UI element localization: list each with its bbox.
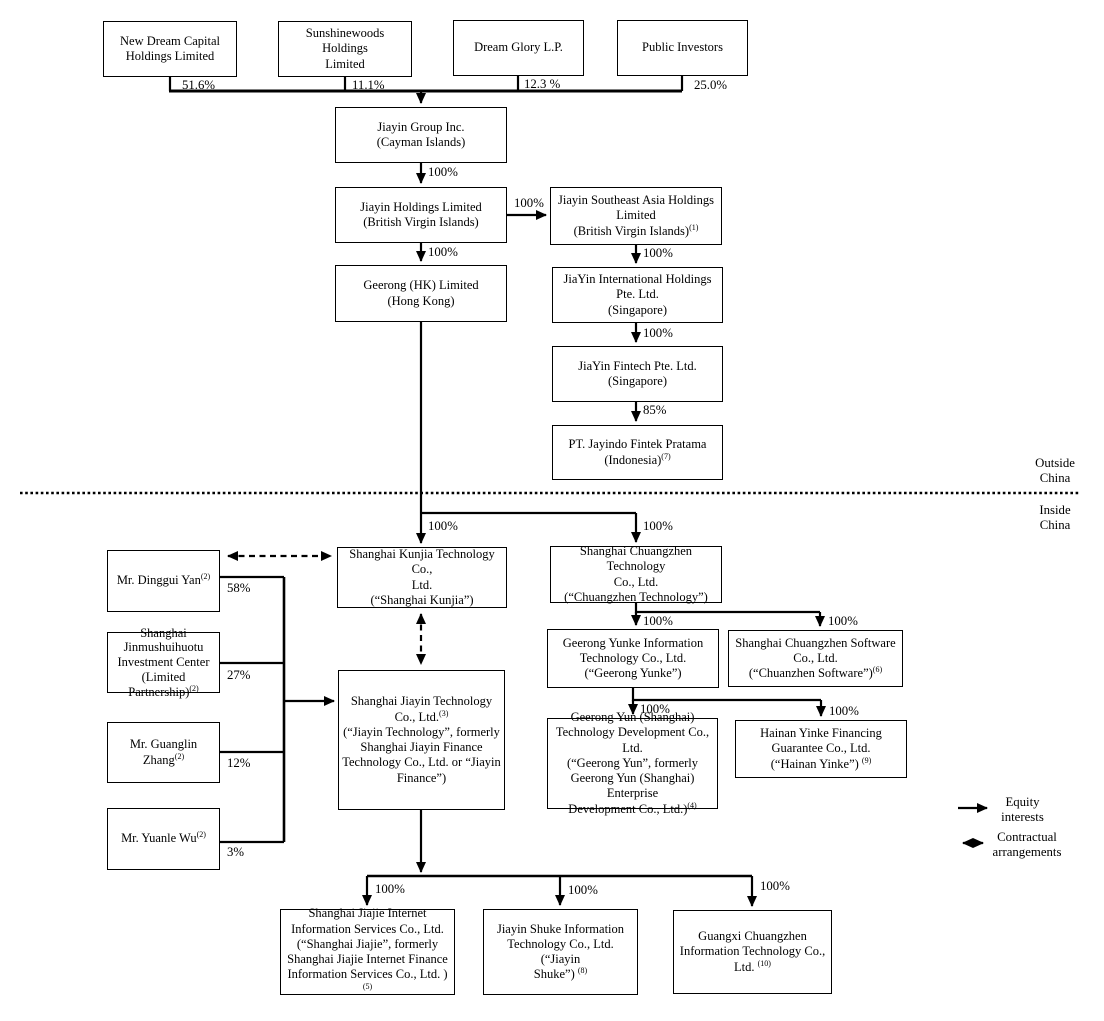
outside-china-label: Outside China [1035,456,1075,485]
entity-box-guanglin-zhang: Mr. Guanglin Zhang(2) [107,722,220,783]
entity-label: Jiayin Group Inc.(Cayman Islands) [376,119,466,149]
percent-label-group-to-holdings: 100% [428,165,458,179]
percent-label-into-guangxi: 100% [760,879,790,893]
percent-label-yuanle: 3% [227,845,245,859]
percent-label-public-investors: 25.0% [694,78,728,92]
percent-label-jinmu: 27% [227,668,251,682]
percent-label-into-hainan: 100% [829,704,859,718]
entity-label: Dream Glory L.P. [474,40,563,55]
percent-label-fintech-to-jayindo: 85% [643,403,667,417]
entity-box-dream-glory: Dream Glory L.P. [453,20,584,76]
percent-label-holdings-to-sea: 100% [514,196,544,210]
percent-label-into-software: 100% [828,614,858,628]
percent-label-intl-to-fintech: 100% [643,326,673,340]
percent-label-into-jiajie: 100% [375,882,405,896]
entity-box-shanghai-kunjia: Shanghai Kunjia Technology Co.,Ltd.(“Sha… [337,547,507,608]
entity-label: Geerong Yun (Shanghai)Technology Develop… [555,710,710,816]
percent-label-sunshinewoods: 11.1% [352,78,385,92]
entity-label: Mr. Dinggui Yan(2) [116,572,211,588]
percent-label-into-kunjia: 100% [428,519,458,533]
percent-label-guanglin: 12% [227,756,251,770]
entity-label: Mr. Yuanle Wu(2) [121,830,206,846]
percent-label-into-chuangzhen: 100% [643,519,673,533]
percent-label-sea-to-intl: 100% [643,246,673,260]
entity-box-pt-jayindo: PT. Jayindo Fintek Pratama(Indonesia)(7) [552,425,723,480]
entity-box-jiayin-fintech: JiaYin Fintech Pte. Ltd.(Singapore) [552,346,723,402]
line-yunke-split [631,688,821,702]
entity-label: JiaYin Fintech Pte. Ltd.(Singapore) [578,358,697,388]
entity-box-jiayin-holdings: Jiayin Holdings Limited(British Virgin I… [335,187,507,243]
percent-label-new-dream: 51.6% [182,78,216,92]
entity-box-public-investors: Public Investors [617,20,748,76]
percent-label-into-geerong-yun: 100% [640,702,670,716]
entity-box-jiayin-group: Jiayin Group Inc.(Cayman Islands) [335,107,507,163]
inside-china-label: Inside China [1039,503,1071,532]
percent-label-into-shuke: 100% [568,883,598,897]
percent-label-dinggui: 58% [227,581,251,595]
percent-label-dream-glory: 12.3 % [524,77,561,91]
entity-box-yuanle-wu: Mr. Yuanle Wu(2) [107,808,220,870]
entity-box-geerong-yun: Geerong Yun (Shanghai)Technology Develop… [547,710,718,816]
entity-label: Public Investors [642,40,723,55]
legend-equity-label: Equity interests [1001,795,1044,824]
percent-label-holdings-to-geerong-hk: 100% [428,245,458,259]
entity-label: PT. Jayindo Fintek Pratama(Indonesia)(7) [568,437,707,467]
legend-contractual-label: Contractual arrangements [992,830,1062,859]
entity-box-geerong-hk: Geerong (HK) Limited(Hong Kong) [335,265,507,322]
percent-label-into-yunke: 100% [643,614,673,628]
entity-label: Jiayin Holdings Limited(British Virgin I… [360,199,482,229]
entity-box-dinggui-yan: Mr. Dinggui Yan(2) [107,550,220,612]
entity-label: Shanghai Kunjia Technology Co.,Ltd.(“Sha… [349,547,495,607]
entity-label: Mr. Guanglin Zhang(2) [129,737,198,767]
entity-label: Geerong (HK) Limited(Hong Kong) [363,278,479,308]
